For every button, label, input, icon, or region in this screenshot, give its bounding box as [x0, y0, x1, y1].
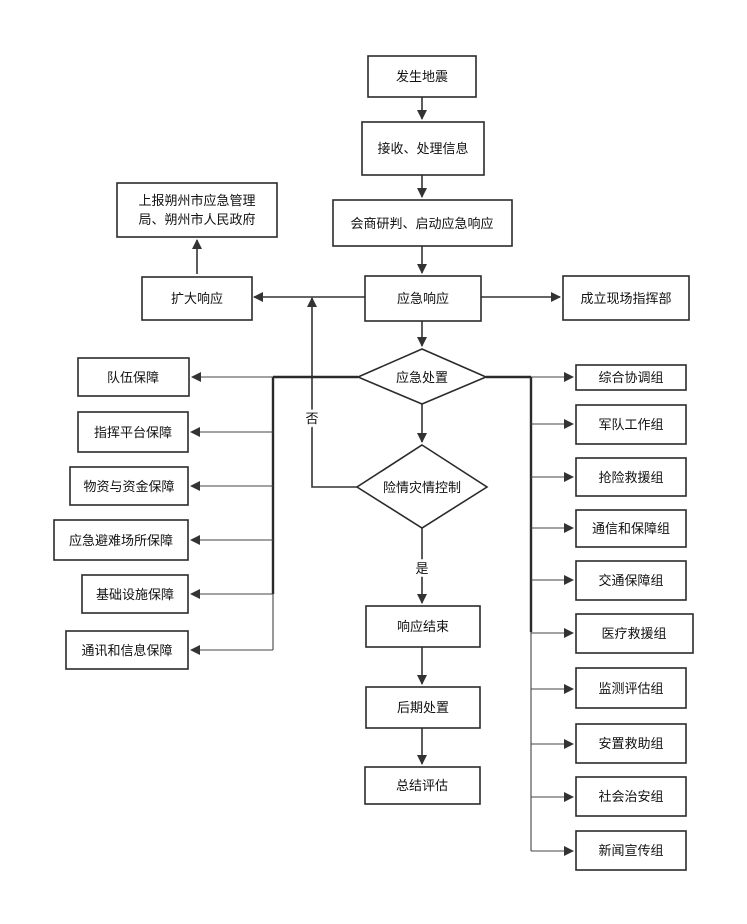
group-label-2: 抢险救援组	[598, 470, 663, 486]
node-response: 应急响应	[364, 275, 482, 322]
guarantee-label-5: 通讯和信息保障	[81, 643, 172, 659]
group-node-3: 通信和保障组	[575, 509, 687, 548]
node-disposal: 应急处置	[355, 348, 489, 405]
group-node-1: 军队工作组	[575, 404, 687, 445]
node-evaluate: 总结评估	[364, 766, 481, 805]
edge-label-no: 否	[305, 412, 318, 427]
guarantee-node-5: 通讯和信息保障	[65, 630, 189, 670]
group-node-6: 监测评估组	[575, 667, 687, 709]
node-receive: 接收、处理信息	[361, 121, 485, 176]
group-label-3: 通信和保障组	[592, 522, 670, 537]
node-aftermath: 后期处置	[365, 686, 481, 729]
guarantee-node-4: 基础设施保障	[81, 574, 189, 614]
node-end-label: 响应结束	[397, 619, 449, 635]
group-label-7: 安置救助组	[598, 736, 663, 752]
node-consult: 会商研判、启动应急响应	[332, 199, 513, 247]
node-expand: 扩大响应	[141, 276, 253, 321]
group-label-9: 新闻宣传组	[598, 843, 663, 859]
group-label-6: 监测评估组	[598, 682, 663, 697]
node-aftermath-label: 后期处置	[397, 701, 449, 716]
guarantee-label-1: 指挥平台保障	[94, 426, 172, 441]
guarantee-label-0: 队伍保障	[107, 371, 159, 386]
node-consult-label: 会商研判、启动应急响应	[350, 216, 493, 232]
group-label-1: 军队工作组	[598, 418, 663, 433]
group-node-8: 社会治安组	[575, 776, 687, 817]
guarantee-label-2: 物资与资金保障	[83, 479, 174, 495]
node-response-label: 应急响应	[397, 291, 449, 307]
guarantee-node-0: 队伍保障	[77, 357, 190, 397]
group-label-4: 交通保障组	[598, 573, 663, 589]
edge-label-yes: 是	[415, 562, 428, 577]
node-earthquake: 发生地震	[367, 55, 477, 98]
node-report: 上报朔州市应急管理 局、朔州市人民政府	[116, 182, 278, 238]
guarantee-label-4: 基础设施保障	[96, 588, 174, 603]
node-earthquake-label: 发生地震	[396, 69, 448, 85]
group-node-0: 综合协调组	[575, 364, 687, 391]
group-label-8: 社会治安组	[598, 789, 663, 805]
group-label-5: 医疗救援组	[601, 626, 666, 642]
node-field-hq: 成立现场指挥部	[562, 275, 690, 321]
guarantee-label-3: 应急避难场所保障	[69, 533, 173, 549]
node-disposal-label: 应急处置	[396, 370, 448, 386]
node-report-label-line2: 局、朔州市人民政府	[138, 212, 255, 228]
guarantee-node-1: 指挥平台保障	[77, 411, 189, 453]
node-control: 险情灾情控制	[355, 444, 489, 529]
group-node-9: 新闻宣传组	[575, 830, 687, 871]
edges	[190, 97, 574, 856]
group-label-0: 综合协调组	[598, 371, 663, 386]
group-node-2: 抢险救援组	[575, 457, 687, 497]
guarantee-node-2: 物资与资金保障	[69, 466, 189, 506]
edge-control-no-loop	[307, 297, 358, 488]
guarantee-node-3: 应急避难场所保障	[53, 519, 189, 561]
node-field-hq-label: 成立现场指挥部	[580, 292, 671, 307]
group-node-7: 安置救助组	[575, 723, 687, 764]
node-expand-label: 扩大响应	[171, 291, 223, 307]
node-receive-label: 接收、处理信息	[377, 141, 468, 157]
node-end: 响应结束	[365, 605, 481, 648]
node-control-label: 险情灾情控制	[383, 480, 461, 496]
group-node-5: 医疗救援组	[575, 613, 694, 654]
node-report-label-line1: 上报朔州市应急管理	[138, 193, 255, 209]
group-node-4: 交通保障组	[575, 560, 687, 601]
node-evaluate-label: 总结评估	[396, 779, 448, 794]
